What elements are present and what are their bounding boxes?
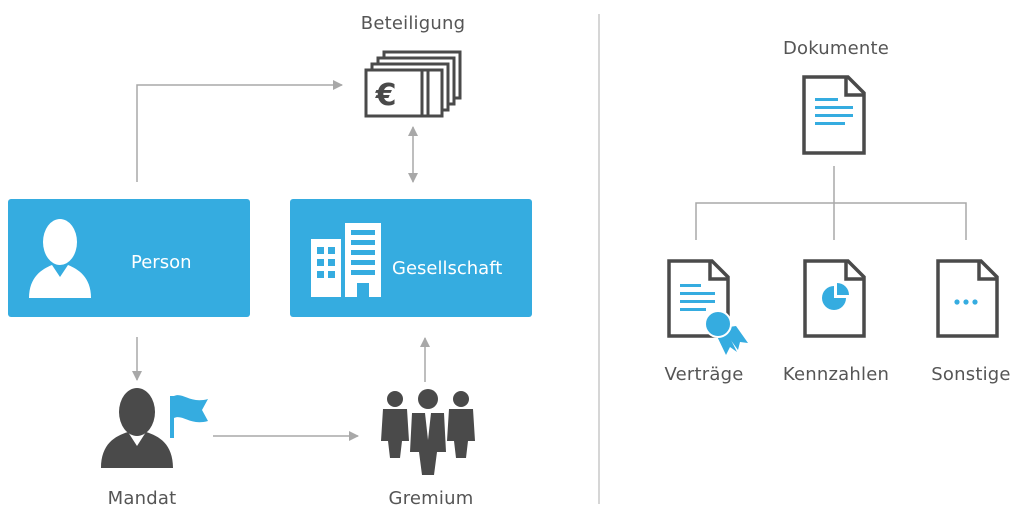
- beteiligung-label: Beteiligung: [360, 13, 466, 34]
- other-documents-icon: [936, 259, 999, 338]
- connector-person-beteiligung: [136, 80, 343, 182]
- company-label: Gesellschaft: [392, 258, 503, 279]
- vertraege-label: Verträge: [664, 364, 744, 385]
- document-icon: [802, 75, 866, 155]
- mandat-label: Mandat: [107, 488, 177, 509]
- building-icon: [311, 223, 381, 297]
- gremium-label: Gremium: [388, 488, 474, 509]
- flag-icon: [170, 395, 208, 438]
- contract-icon: [667, 259, 748, 355]
- sonstige-label: Sonstige: [931, 364, 1011, 385]
- money-stack-icon: [364, 50, 462, 118]
- euro-symbol: €: [375, 78, 397, 113]
- committee-icon: [381, 389, 475, 475]
- mandate-person-icon: [101, 388, 173, 468]
- person-label: Person: [131, 252, 192, 273]
- document-tree-lines: [695, 166, 967, 240]
- person-box: Person: [8, 199, 250, 317]
- dokumente-label: Dokumente: [782, 38, 890, 59]
- company-box: Gesellschaft: [290, 199, 532, 317]
- key-figures-icon: [803, 259, 866, 338]
- person-icon: [29, 219, 91, 298]
- kennzahlen-label: Kennzahlen: [782, 364, 890, 385]
